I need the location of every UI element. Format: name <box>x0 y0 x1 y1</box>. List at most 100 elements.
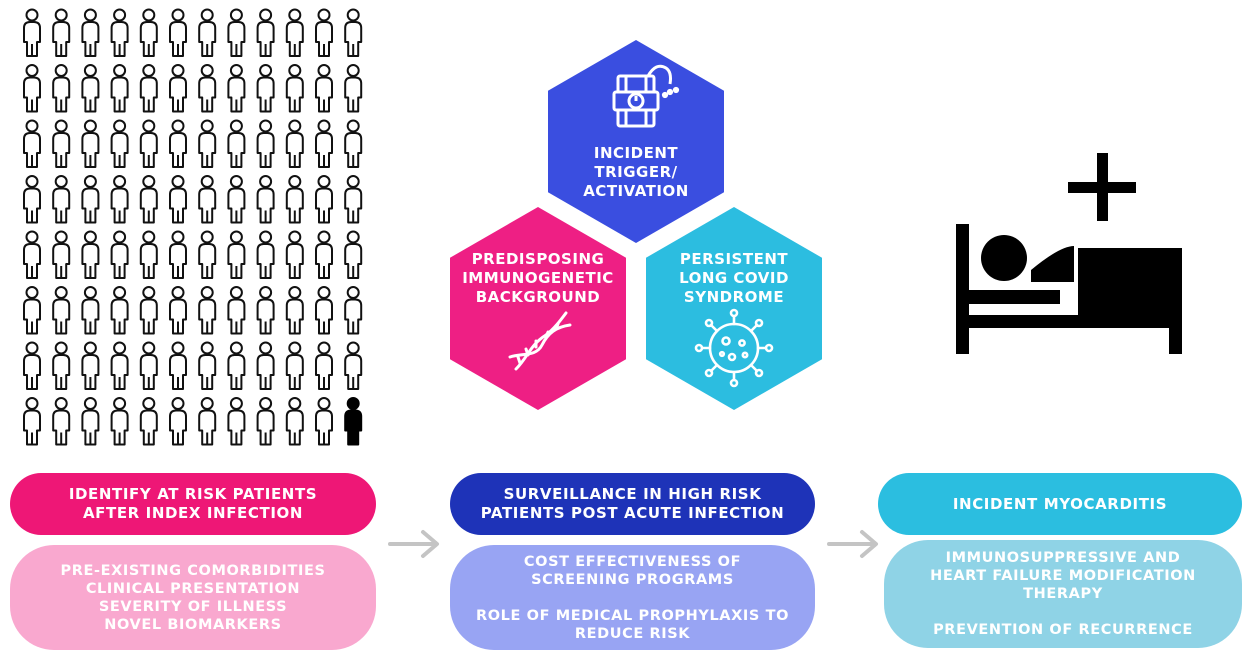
person-icon <box>52 230 71 279</box>
person-icon <box>344 230 363 279</box>
person-icon <box>198 341 217 390</box>
therapy-line-2: HEART FAILURE MODIFICATION <box>930 568 1196 584</box>
person-icon <box>110 64 129 113</box>
person-icon <box>315 230 333 279</box>
risk-factors-pill: PRE-EXISTING COMORBIDITIES CLINICAL PRES… <box>10 545 376 650</box>
hex-persistent-shape <box>646 207 822 410</box>
person-icon <box>315 397 333 446</box>
person-icon <box>227 119 246 168</box>
person-icon <box>198 64 217 113</box>
person-icon <box>139 397 158 446</box>
therapy-line-3: THERAPY <box>1023 586 1103 602</box>
person-icon <box>256 175 275 224</box>
person-icon <box>227 341 246 390</box>
hex-predisposing: PREDISPOSING IMMUNOGENETIC BACKGROUND <box>450 207 626 410</box>
person-icon <box>169 119 187 168</box>
identify-at-risk-pill: IDENTIFY AT RISK PATIENTS AFTER INDEX IN… <box>10 473 376 535</box>
virus-icon <box>694 308 774 388</box>
person-icon <box>139 341 158 390</box>
person-icon <box>344 341 363 390</box>
person-icon <box>315 64 333 113</box>
person-icon <box>344 119 363 168</box>
therapy-line-4: PREVENTION OF RECURRENCE <box>933 622 1193 638</box>
person-icon <box>256 230 275 279</box>
person-icon <box>52 397 71 446</box>
surveillance-pill: SURVEILLANCE IN HIGH RISK PATIENTS POST … <box>450 473 815 535</box>
person-icon <box>23 119 41 168</box>
person-icon <box>81 8 100 57</box>
hex-predisposing-label: PREDISPOSING IMMUNOGENETIC BACKGROUND <box>462 250 614 306</box>
hex-trigger: INCIDENT TRIGGER/ ACTIVATION <box>548 40 724 243</box>
person-icon <box>285 64 304 113</box>
person-icon <box>52 341 71 390</box>
person-icon <box>285 341 304 390</box>
person-icon <box>315 175 333 224</box>
person-icon <box>81 341 100 390</box>
arrow-right-icon <box>388 530 439 558</box>
incident-myocarditis-pill: INCIDENT MYOCARDITIS <box>878 473 1242 535</box>
person-icon <box>110 175 129 224</box>
hex-predisposing-shape <box>450 207 626 410</box>
person-icon <box>110 341 129 390</box>
person-icon <box>23 397 41 446</box>
person-icon <box>285 230 304 279</box>
person-icon <box>52 8 71 57</box>
person-icon <box>285 8 304 57</box>
person-icon <box>256 64 275 113</box>
person-icon <box>110 119 129 168</box>
person-icon <box>169 64 187 113</box>
time-bomb-icon <box>612 64 680 128</box>
person-icon <box>23 286 41 335</box>
person-icon <box>110 230 129 279</box>
person-icon <box>139 230 158 279</box>
person-icon <box>227 64 246 113</box>
person-icon <box>198 397 217 446</box>
person-icon <box>227 397 246 446</box>
person-icon <box>23 341 41 390</box>
person-icon <box>110 8 129 57</box>
person-icon <box>344 286 363 335</box>
person-icon <box>52 286 71 335</box>
person-icon <box>256 8 275 57</box>
person-icon <box>315 119 333 168</box>
screening-line-2: SCREENING PROGRAMS <box>531 571 734 588</box>
person-icon <box>139 175 158 224</box>
person-icon <box>52 119 71 168</box>
person-icon <box>285 175 304 224</box>
population-grid <box>23 8 363 446</box>
person-icon <box>169 286 187 335</box>
person-icon <box>198 175 217 224</box>
person-icon <box>139 119 158 168</box>
hex-persistent-label: PERSISTENT LONG COVID SYNDROME <box>679 250 789 306</box>
person-icon <box>169 230 187 279</box>
person-icon <box>315 286 333 335</box>
person-icon <box>81 175 100 224</box>
person-icon <box>256 341 275 390</box>
person-icon <box>139 64 158 113</box>
person-icon <box>52 175 71 224</box>
risk-factor-2: CLINICAL PRESENTATION <box>85 580 301 597</box>
person-icon <box>81 397 100 446</box>
person-icon <box>285 119 304 168</box>
person-icon <box>23 230 41 279</box>
hex-trigger-shape <box>548 40 724 243</box>
person-icon <box>169 175 187 224</box>
person-icon <box>169 8 187 57</box>
person-icon <box>315 8 333 57</box>
person-icon <box>285 286 304 335</box>
person-icon <box>227 8 246 57</box>
person-icon <box>256 286 275 335</box>
screening-pill: COST EFFECTIVENESS OF SCREENING PROGRAMS… <box>450 545 815 650</box>
person-icon <box>198 230 217 279</box>
person-icon <box>227 175 246 224</box>
person-icon <box>110 397 129 446</box>
risk-factor-1: PRE-EXISTING COMORBIDITIES <box>60 562 326 579</box>
person-icon <box>344 64 363 113</box>
arrow-right-icon <box>827 530 878 558</box>
person-icon <box>285 397 304 446</box>
person-icon <box>198 8 217 57</box>
person-icon <box>256 397 275 446</box>
person-icon-highlighted <box>344 397 363 446</box>
person-icon <box>139 8 158 57</box>
hex-trigger-label: INCIDENT TRIGGER/ ACTIVATION <box>583 144 689 200</box>
